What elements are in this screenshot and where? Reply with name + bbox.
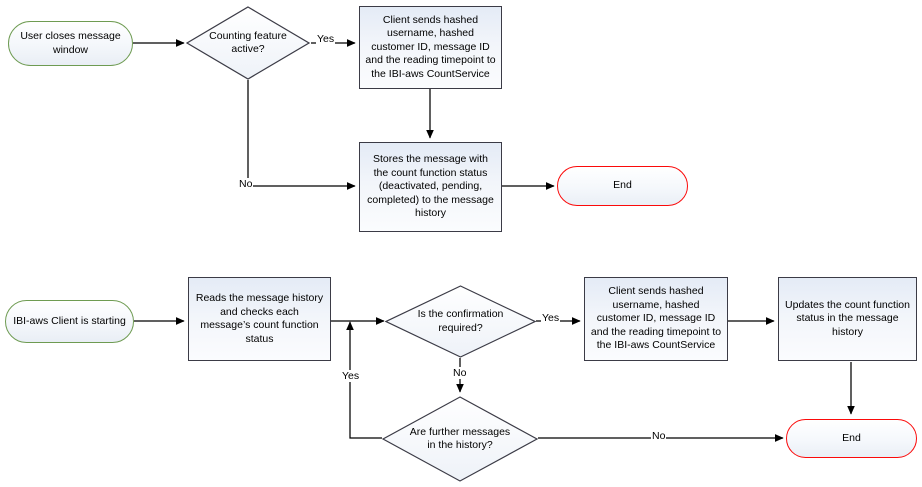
node-is-confirmation-required[interactable]: Is the confirmation required? — [385, 285, 536, 358]
edge-label-confirmation-no: No — [452, 367, 468, 379]
edge-label-counting-no: No — [238, 178, 254, 190]
edge-label-further-no: No — [651, 430, 667, 442]
node-counting-feature-active[interactable]: Counting feature active? — [186, 6, 310, 80]
node-label: Counting feature active? — [209, 29, 287, 56]
node-user-closes-message-window[interactable]: User closes message window — [8, 21, 133, 66]
node-label: Client sends hashed username, hashed cus… — [590, 285, 722, 352]
diamond-shape — [186, 6, 310, 80]
node-label: IBI-aws Client is starting — [13, 314, 126, 327]
edge-label-confirmation-yes: Yes — [541, 312, 561, 324]
node-client-sends-countservice-2[interactable]: Client sends hashed username, hashed cus… — [584, 277, 728, 361]
node-stores-message-with-status[interactable]: Stores the message with the count functi… — [359, 142, 502, 232]
edge-label-counting-yes: Yes — [316, 33, 336, 45]
node-label: Are further messages in the history? — [409, 425, 511, 452]
node-label: Updates the count function status in the… — [785, 298, 910, 338]
node-end-row1[interactable]: End — [557, 166, 688, 206]
node-label: Stores the message with the count functi… — [367, 153, 494, 220]
node-label: Reads the message history and checks eac… — [195, 292, 324, 345]
diamond-shape — [385, 285, 536, 358]
node-reads-message-history[interactable]: Reads the message history and checks eac… — [188, 277, 331, 361]
node-ibi-aws-client-is-starting[interactable]: IBI-aws Client is starting — [5, 300, 134, 343]
node-label: Client sends hashed username, hashed cus… — [365, 13, 496, 80]
node-are-further-messages[interactable]: Are further messages in the history? — [382, 396, 538, 482]
edge-label-further-yes: Yes — [341, 370, 361, 382]
node-label: End — [842, 431, 861, 444]
node-label: Is the confirmation required? — [417, 308, 504, 334]
node-updates-count-function-status[interactable]: Updates the count function status in the… — [778, 277, 917, 361]
node-label: User closes message window — [20, 30, 121, 56]
node-client-sends-countservice-1[interactable]: Client sends hashed username, hashed cus… — [359, 6, 502, 89]
node-label: End — [613, 179, 632, 192]
node-end-row2[interactable]: End — [786, 419, 917, 458]
diamond-shape — [382, 396, 538, 482]
edge-counting-no-to-stores — [247, 80, 356, 190]
